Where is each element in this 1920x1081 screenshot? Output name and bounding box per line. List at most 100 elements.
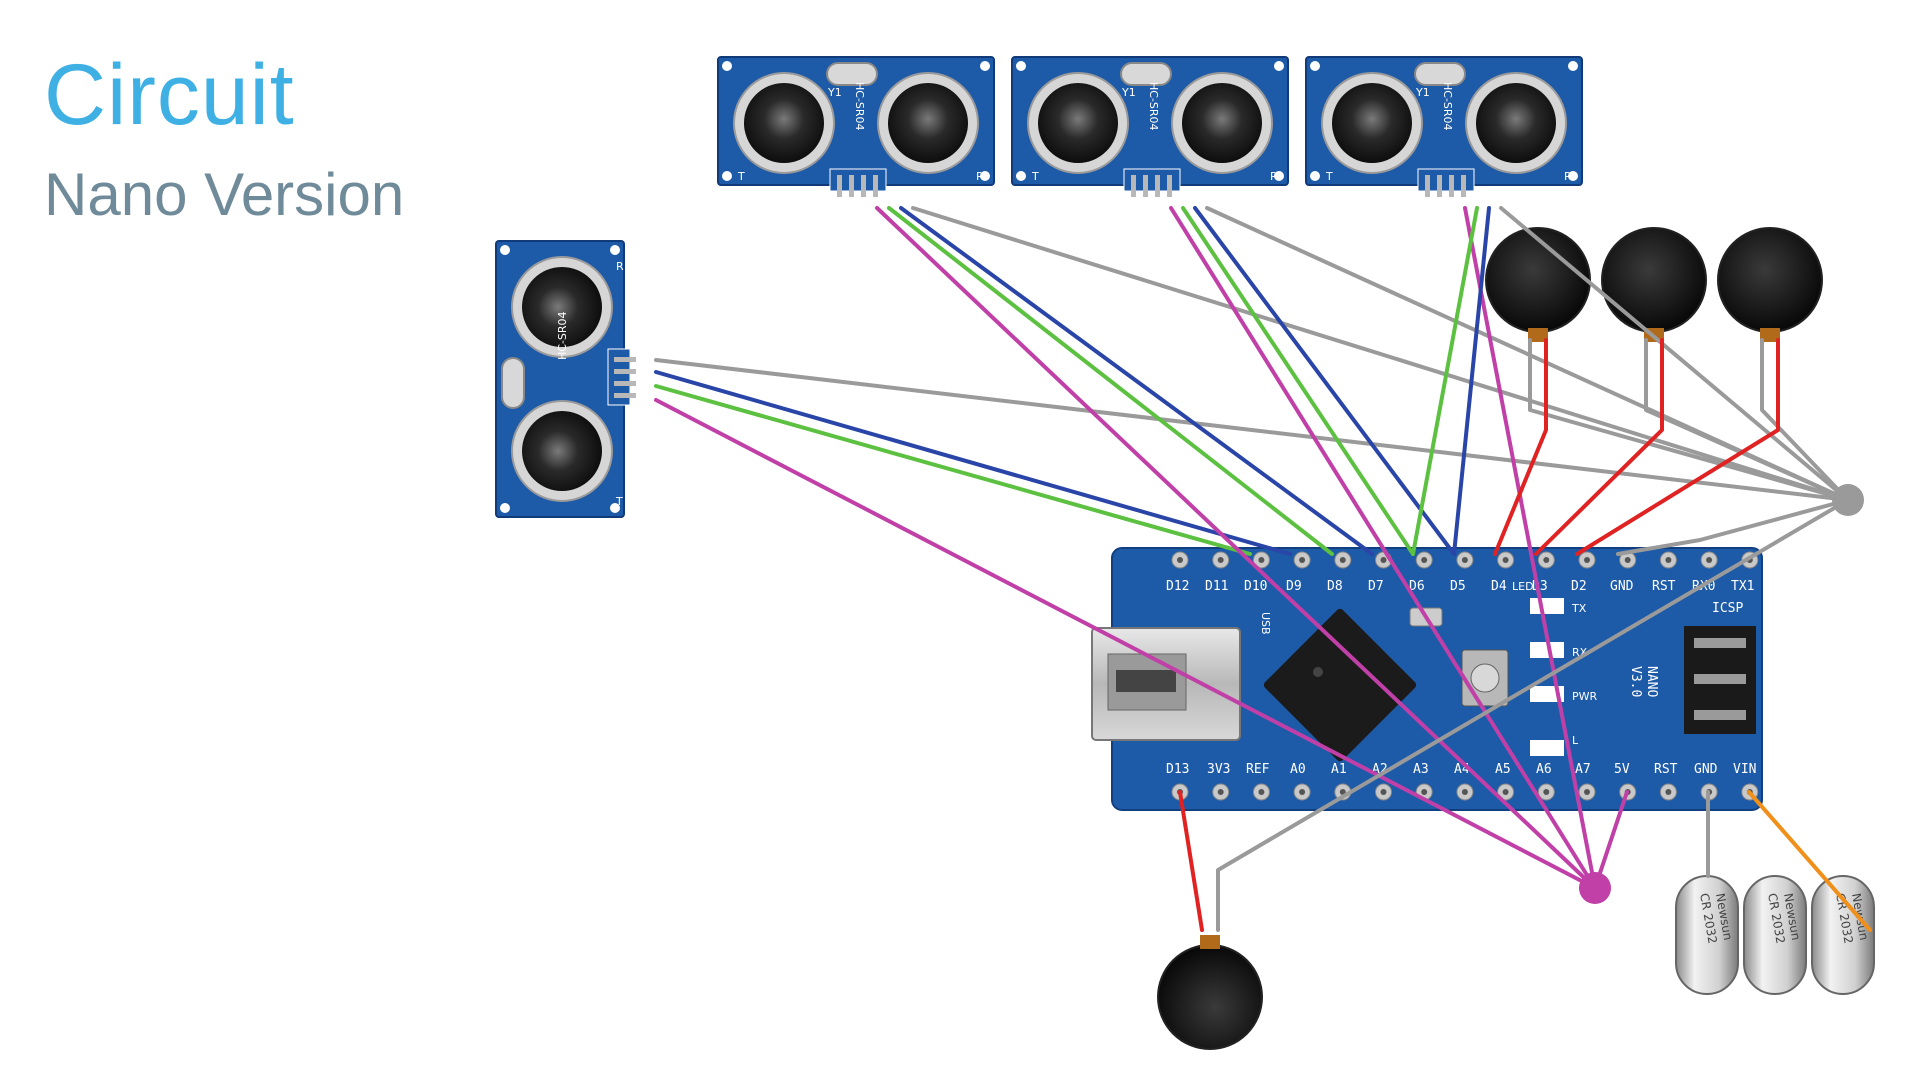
svg-text:A5: A5 [1495, 762, 1511, 777]
svg-text:A6: A6 [1536, 762, 1552, 777]
wire-trig [887, 206, 1334, 556]
wire-vcc [1463, 206, 1597, 890]
svg-text:HC-SR04: HC-SR04 [556, 311, 569, 360]
top-pin-hole [1502, 557, 1509, 563]
top-pin-hole [1421, 557, 1428, 563]
sensor-label-1: HC-SR04 Y1 T R [737, 82, 984, 183]
svg-text:GND: GND [1694, 762, 1718, 777]
svg-text:A3: A3 [1413, 762, 1429, 777]
top-pin-hole [1258, 557, 1265, 563]
vibration-motor-3 [1717, 227, 1823, 343]
battery-1: CR 2032 Newsun [1675, 875, 1739, 995]
top-pin-hole [1665, 557, 1672, 563]
vibration-motor-2 [1601, 227, 1707, 343]
svg-text:D10: D10 [1244, 579, 1267, 594]
svg-text:REF: REF [1246, 762, 1270, 777]
sensor-top-2: HC-SR04 Y1 T R [1011, 56, 1289, 198]
top-pin-hole [1461, 557, 1468, 563]
svg-text:D6: D6 [1409, 579, 1425, 594]
svg-text:T: T [1325, 170, 1333, 183]
svg-text:5V: 5V [1614, 762, 1630, 777]
wire-trig [1411, 206, 1479, 556]
svg-text:RST: RST [1654, 762, 1678, 777]
svg-text:HC-SR04: HC-SR04 [853, 82, 866, 131]
svg-text:GND: GND [1610, 579, 1634, 594]
wire-echo [1452, 206, 1491, 556]
smd-led [1530, 740, 1564, 756]
wire-trig [1181, 206, 1415, 556]
wire-gnd [1528, 338, 1850, 502]
wire-motor [1493, 338, 1548, 556]
svg-text:T: T [615, 495, 623, 508]
top-pin-hole [1299, 557, 1306, 563]
top-pin-hole [1706, 557, 1713, 563]
usb-connector: USB [1091, 612, 1272, 741]
svg-text:TX: TX [1571, 602, 1587, 615]
vcc-junction [1579, 872, 1611, 904]
svg-text:NANO: NANO [1644, 666, 1659, 697]
wire-vin [1747, 790, 1872, 932]
bottom-pin-hole [1339, 789, 1346, 795]
svg-text:HC-SR04: HC-SR04 [1441, 82, 1454, 131]
wire-gnd [1616, 498, 1850, 556]
svg-text:R: R [1564, 170, 1572, 183]
mcu-chip [1263, 608, 1417, 762]
wires [654, 206, 1872, 932]
sensor-top-1: HC-SR04 Y1 T R [717, 56, 995, 198]
bottom-pin-hole [1584, 789, 1590, 795]
svg-text:A7: A7 [1575, 762, 1591, 777]
svg-text:USB: USB [1259, 612, 1272, 635]
top-pin-header [1171, 551, 1759, 569]
bottom-pin-hole [1543, 789, 1550, 795]
svg-text:V3.0: V3.0 [1628, 666, 1643, 697]
bottom-pin-labels: D13 3V3 REF A0 A1 A2 A3 A4 A5 A6 A7 5V R… [1166, 762, 1756, 777]
wire-gnd [911, 206, 1850, 502]
svg-text:D9: D9 [1286, 579, 1302, 594]
svg-text:ICSP: ICSP [1712, 601, 1743, 616]
battery-2: CR 2032 Newsun [1743, 875, 1807, 995]
svg-text:D4: D4 [1491, 579, 1507, 594]
svg-text:D12: D12 [1166, 579, 1189, 594]
sensor-left: HC-SR04 R T [495, 240, 637, 518]
svg-text:RST: RST [1652, 579, 1676, 594]
svg-text:D8: D8 [1327, 579, 1343, 594]
top-pin-hole [1177, 557, 1183, 563]
bottom-pin-hole [1217, 789, 1224, 795]
page-subtitle: Nano Version [44, 161, 405, 228]
svg-text:R: R [1270, 170, 1278, 183]
svg-text:D5: D5 [1450, 579, 1466, 594]
top-pin-hole [1624, 557, 1631, 563]
svg-text:D13: D13 [1166, 762, 1189, 777]
wire-vcc [1169, 206, 1597, 890]
bottom-pin-hole [1299, 789, 1306, 795]
smd-led [1530, 598, 1564, 614]
bottom-pin-hole [1461, 789, 1468, 795]
svg-text:HC-SR04: HC-SR04 [1147, 82, 1160, 131]
svg-text:D7: D7 [1368, 579, 1384, 594]
wire-vcc [654, 398, 1597, 890]
sensor-label-3: HC-SR04 Y1 T R [1325, 82, 1572, 183]
top-pin-hole [1584, 557, 1590, 563]
svg-text:Y1: Y1 [827, 86, 842, 99]
wire-gnd [1499, 206, 1850, 502]
wire-gnd [654, 358, 1850, 502]
svg-text:PWR: PWR [1572, 690, 1598, 703]
svg-text:D11: D11 [1205, 579, 1228, 594]
svg-text:T: T [1031, 170, 1039, 183]
bottom-pin-header [1171, 783, 1759, 801]
svg-text:VIN: VIN [1733, 762, 1756, 777]
vibration-motor-1 [1485, 227, 1591, 343]
svg-text:R: R [616, 260, 624, 273]
svg-text:D2: D2 [1571, 579, 1587, 594]
battery-3: CR 2032 Newsun [1811, 875, 1875, 995]
top-pin-labels: D12 D11 D10 D9 D8 D7 D6 D5 D4 D3 D2 GND … [1166, 579, 1754, 594]
top-pin-hole [1339, 557, 1346, 563]
bottom-pin-hole [1502, 789, 1509, 795]
wire-gnd [1644, 338, 1850, 502]
svg-text:R: R [976, 170, 984, 183]
wire-motor [1575, 338, 1780, 556]
bottom-pin-hole [1258, 789, 1265, 795]
wire-motor [1178, 790, 1204, 932]
svg-text:Y1: Y1 [1121, 86, 1136, 99]
svg-text:L: L [1572, 734, 1579, 747]
